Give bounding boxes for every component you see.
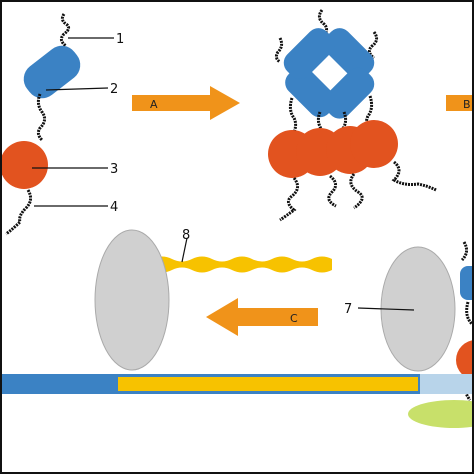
- strand-tetramer-left: [274, 37, 284, 64]
- strand-top: [59, 13, 71, 48]
- strand-tetramer-right: [367, 31, 379, 60]
- track-yellow: [118, 377, 418, 391]
- label-7: 7: [344, 302, 352, 317]
- blue-cylinder-bottom: [285, 66, 337, 118]
- arrow-c-shape: [206, 298, 318, 336]
- yellow-strand: [152, 256, 332, 273]
- label-3: 3: [110, 162, 118, 177]
- arrow-b-shape: [446, 95, 472, 111]
- arrow-a: A: [132, 86, 240, 120]
- red-sphere: [2, 141, 48, 189]
- label-8: 8: [182, 228, 190, 243]
- tetramer-center-hole: [316, 59, 342, 85]
- arrow-a-shape: [132, 86, 240, 120]
- arrow-b-label: B: [463, 98, 471, 111]
- track-light-blue: [420, 374, 472, 394]
- blue-cylinder-top: [323, 28, 375, 80]
- strand-tail-3: [349, 173, 364, 210]
- gray-ellipse-left: [94, 229, 170, 371]
- blue-cylinder-right: [323, 67, 375, 119]
- red-sphere-edge: [456, 340, 472, 380]
- strand-link-2: [316, 111, 324, 131]
- strand-middle: [36, 93, 47, 142]
- blue-cylinder-left: [283, 28, 335, 80]
- label-2: 2: [110, 82, 118, 97]
- arrow-a-label: A: [150, 98, 158, 111]
- label-1: 1: [116, 32, 124, 47]
- strand-tail-4: [391, 160, 437, 192]
- pointer-2: [45, 87, 109, 91]
- strand-tail-1: [279, 177, 299, 222]
- blue-cylinder: [23, 45, 81, 99]
- tetramer-assembly: [268, 9, 437, 222]
- strand-tail-2: [327, 174, 337, 208]
- pointer-8: [181, 237, 188, 263]
- pointer-7: [357, 307, 415, 311]
- label-4: 4: [110, 200, 118, 215]
- strand-bottom: [5, 189, 33, 236]
- strand-link-3: [340, 111, 348, 131]
- bottom-panel: 8 C 7: [2, 228, 472, 428]
- arrow-c-label: C: [290, 312, 298, 325]
- monomer-assembly: 1 2 3 4: [2, 13, 124, 236]
- arrow-b: B: [446, 95, 472, 111]
- strand-tetramer-top: [317, 9, 329, 40]
- green-ellipse: [408, 400, 472, 428]
- blue-shape-edge: [460, 266, 472, 300]
- red-sphere-4: [350, 120, 398, 168]
